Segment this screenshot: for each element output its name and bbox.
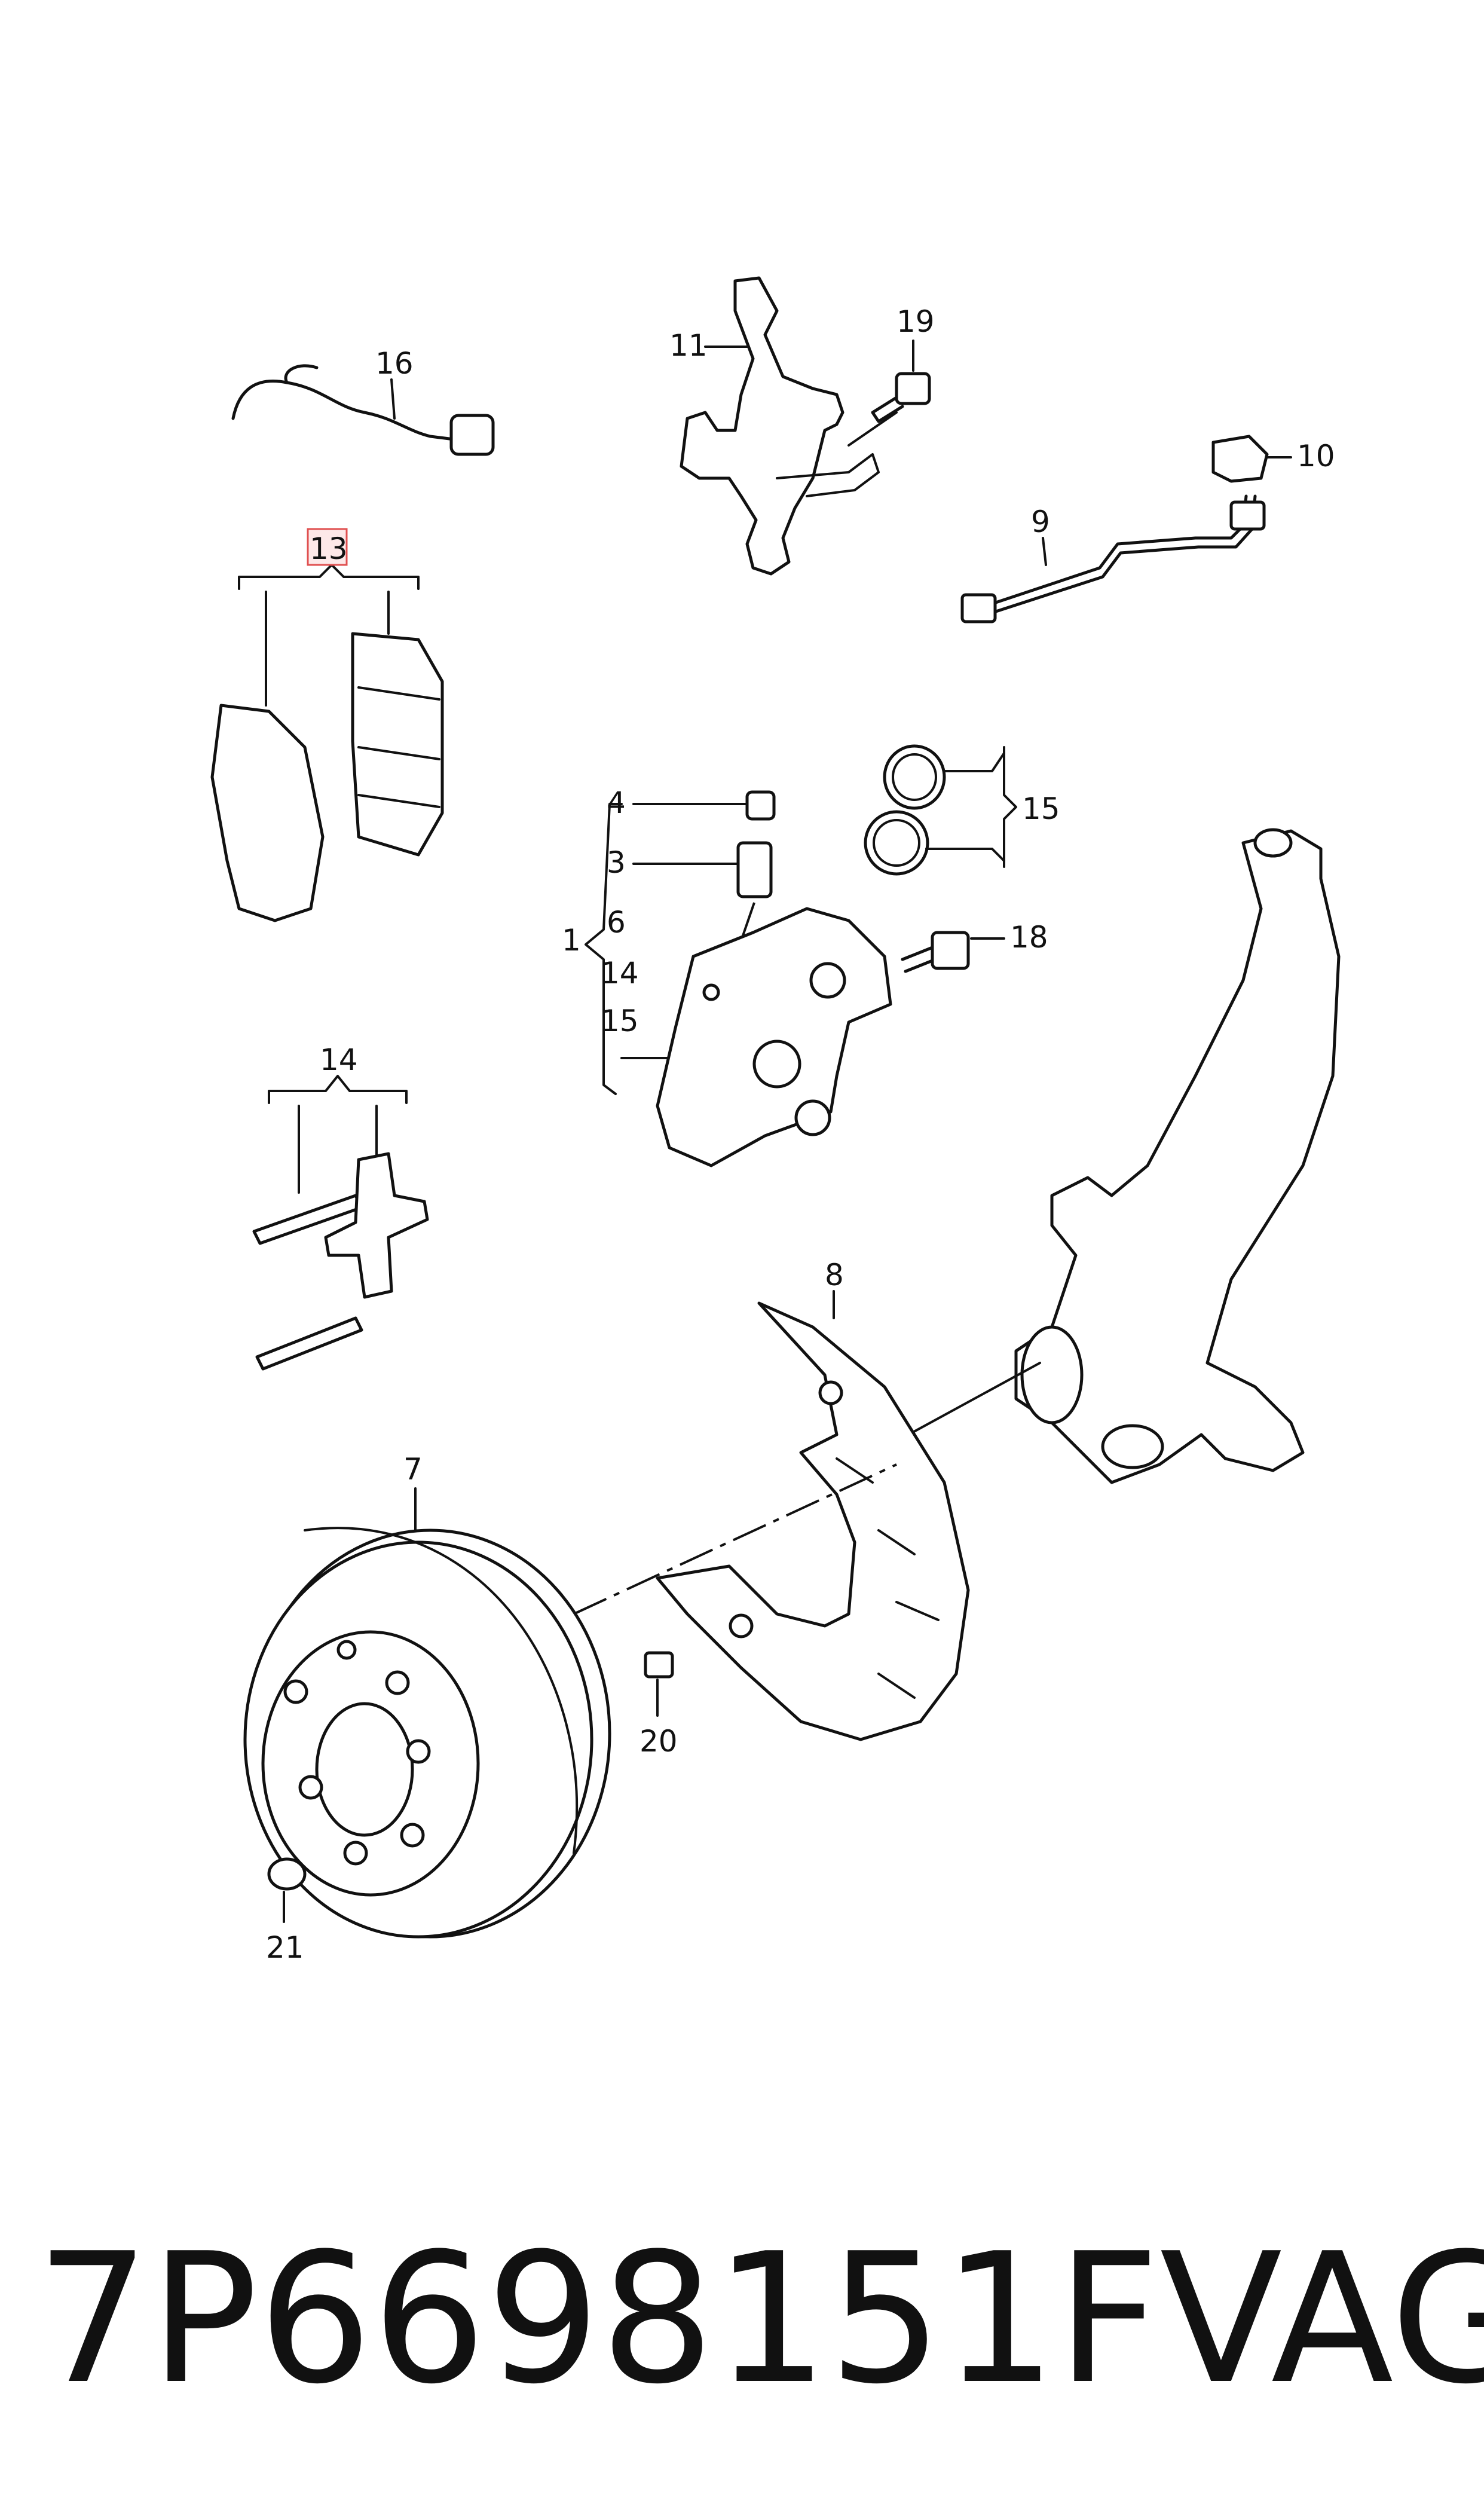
clip-part-10 — [1211, 435, 1292, 483]
callout-14b: 14 — [320, 1043, 358, 1077]
callout-4: 4 — [607, 785, 626, 820]
bolt-part-19 — [847, 340, 931, 447]
knuckle-axis-line — [907, 1362, 1041, 1436]
callout-6: 6 — [607, 905, 626, 940]
callout-9: 9 — [1031, 505, 1050, 539]
wear-sensor-part-16 — [231, 364, 495, 456]
callout-18: 18 — [1010, 920, 1048, 955]
callout-13-highlight — [307, 528, 348, 566]
caption: 7P6698151F VAG — [36, 2212, 1484, 2427]
callout-13: 13 — [310, 531, 348, 566]
brake-disc-part-7 — [243, 1487, 611, 1939]
brand-name: VAG — [1159, 2215, 1484, 2423]
caliper-bracket-group-1 — [585, 803, 760, 1095]
callout-10: 10 — [1297, 439, 1335, 473]
brake-line-part-9 — [960, 494, 1266, 623]
callout-7: 7 — [403, 1452, 423, 1487]
screw-part-21 — [267, 1857, 307, 1923]
bleeder-screw-parts-3-4 — [716, 790, 776, 1011]
callout-19: 19 — [896, 304, 935, 339]
seals-part-15 — [864, 744, 1017, 876]
callout-11: 11 — [669, 328, 708, 363]
brake-pads-part-13 — [210, 564, 444, 922]
callout-8: 8 — [825, 1258, 844, 1292]
callout-16: 16 — [375, 346, 414, 381]
callout-1: 1 — [562, 923, 581, 958]
callout-20: 20 — [640, 1724, 678, 1759]
guide-pins-springs-part-14 — [252, 1075, 429, 1371]
bolt-part-18 — [901, 931, 1005, 973]
callout-15a: 15 — [601, 1004, 639, 1038]
callout-14a: 14 — [601, 956, 639, 991]
assembly-axis-line — [573, 1463, 897, 1615]
callout-3: 3 — [607, 845, 626, 880]
bolt-part-20 — [644, 1651, 674, 1717]
steering-knuckle — [1014, 828, 1341, 1484]
callout-21: 21 — [266, 1930, 304, 1965]
brake-caliper — [656, 907, 892, 1167]
brake-assembly-diagram: 16 11 19 10 9 13 — [210, 276, 1341, 1965]
callout-15b: 15 — [1022, 791, 1060, 826]
bracket-part-11 — [680, 276, 880, 576]
dust-shield-part-8 — [656, 1290, 970, 1741]
part-number: 7P6698151F — [36, 2215, 1160, 2423]
